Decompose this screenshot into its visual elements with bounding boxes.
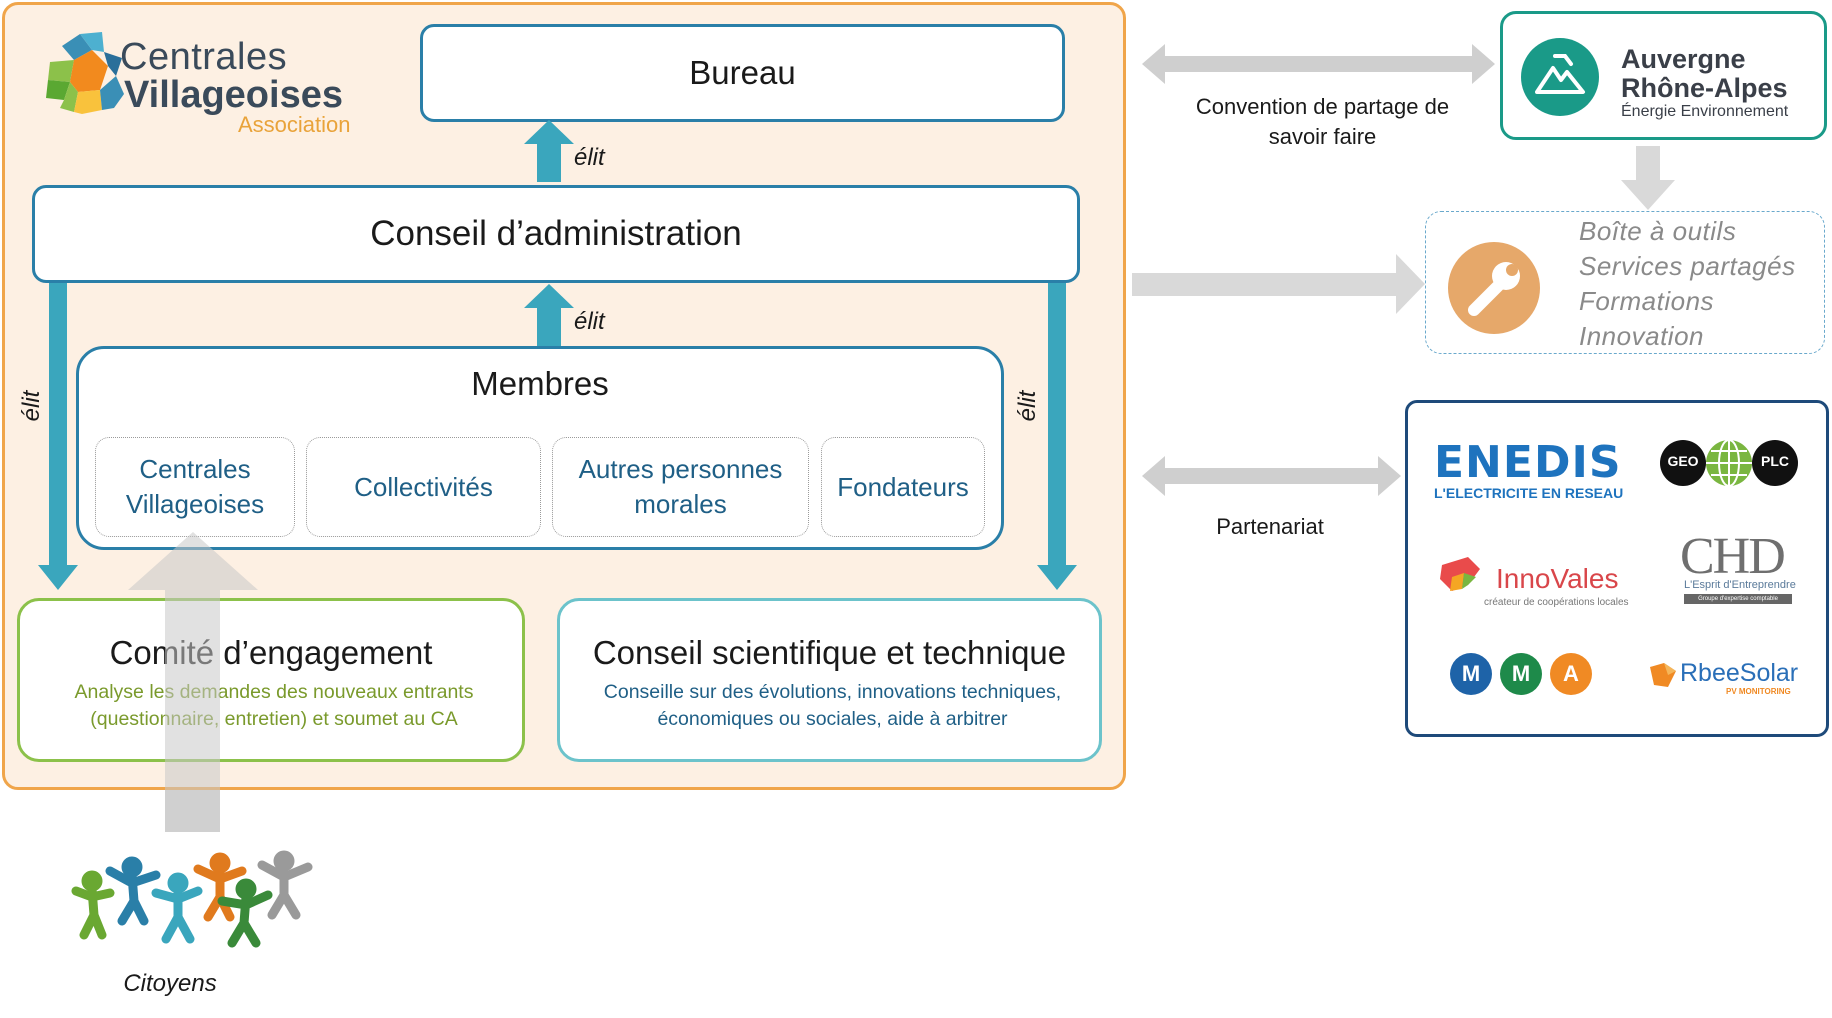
ar-down-arrow	[1621, 146, 1675, 210]
tool-item: Innovation	[1579, 321, 1704, 351]
people-group-icon	[71, 850, 313, 948]
ar-line2: Rhône-Alpes	[1621, 73, 1788, 103]
elit-label-right: élit	[1014, 390, 1041, 422]
convention-double-arrow	[1142, 44, 1495, 84]
citoyens-label: Citoyens	[123, 970, 217, 997]
chd-logo: CHD	[1680, 528, 1786, 585]
elit-arrow-ca	[524, 284, 574, 346]
elit-arrow-right	[1037, 283, 1077, 590]
logo-line3: Association	[238, 112, 351, 137]
membre-label: Fondateurs	[837, 471, 969, 502]
toolbox-arrow	[1132, 254, 1425, 314]
rbeesolar-tagline: PV MONITORING	[1726, 687, 1791, 696]
convention-line: Convention de partage de	[1195, 94, 1450, 119]
elit-label-ca: élit	[574, 308, 605, 335]
logo-mosaic-icon	[46, 32, 124, 114]
logo-line2: Villageoises	[124, 74, 343, 116]
membres-title: Membres	[471, 365, 609, 402]
tool-item: Services partagés	[1579, 251, 1796, 281]
bureau-box: Bureau	[420, 24, 1065, 122]
mma-circle-1: M	[1450, 653, 1492, 695]
ar-line3: Énergie Environnement	[1621, 103, 1789, 120]
chd-sub: Groupe d'expertise comptable	[1684, 594, 1792, 604]
cst-title: Conseil scientifique et technique	[592, 634, 1067, 671]
membre-autres-personnes-morales: Autres personnes morales	[552, 437, 809, 537]
rbeesolar-icon	[1650, 663, 1676, 687]
mountain-logo-icon	[1521, 38, 1599, 116]
membre-label: Villageoises	[125, 489, 265, 519]
comite-engagement-box: Comité d’engagement Analyse les demandes…	[17, 598, 525, 762]
innovales-tagline: créateur de coopérations locales	[1484, 597, 1629, 608]
membre-collectivites: Collectivités	[306, 437, 541, 537]
elit-label-bureau: élit	[574, 144, 605, 171]
rbeesolar-name: RbeeSolar	[1680, 659, 1799, 687]
tool-item: Formations	[1579, 286, 1715, 316]
centrales-villageoises-logo: Centrales Villageoises Association	[44, 28, 374, 138]
auvergne-rhone-alpes-box: Auvergne Rhône-Alpes Énergie Environneme…	[1500, 11, 1827, 140]
logo-line1: Centrales	[120, 36, 288, 78]
bureau-label: Bureau	[689, 54, 796, 91]
cst-desc-line: économiques ou sociales, aide à arbitrer	[657, 708, 1008, 730]
globe-icon	[1660, 439, 1798, 487]
comite-title: Comité d’engagement	[109, 634, 433, 671]
partenariat-label: Partenariat	[1216, 514, 1324, 539]
conseil-scientifique-box: Conseil scientifique et technique Consei…	[557, 598, 1102, 762]
tool-item: Boîte à outils	[1579, 216, 1737, 246]
elit-arrow-bureau	[524, 120, 574, 182]
membre-label: Centrales	[139, 454, 251, 484]
comite-description: Analyse les demandes des nouveaux entran…	[50, 679, 498, 733]
mma-circle-3: A	[1550, 653, 1592, 695]
ar-line1: Auvergne	[1621, 44, 1746, 74]
innovales-name: InnoVales	[1496, 563, 1619, 594]
geoplc-logo: GEO PLC	[1659, 439, 1799, 487]
partenariat-double-arrow	[1142, 456, 1401, 496]
membre-fondateurs: Fondateurs	[821, 437, 985, 537]
innovales-icon	[1440, 557, 1480, 591]
membre-label: morales	[634, 489, 727, 519]
elit-label-left: élit	[18, 390, 45, 422]
wrench-icon	[1448, 242, 1540, 334]
mma-circle-2: M	[1500, 653, 1542, 695]
chd-tagline: L'Esprit d'Entreprendre	[1684, 579, 1796, 591]
convention-line: savoir faire	[1268, 124, 1377, 149]
partners-box: ENEDIS L'ELECTRICITE EN RESEAU GEO PLC I…	[1405, 400, 1829, 737]
conseil-administration-box: Conseil d’administration	[32, 185, 1080, 283]
membre-label: Collectivités	[354, 471, 493, 502]
citizens-arrow-overlay	[128, 532, 258, 832]
cst-description: Conseille sur des évolutions, innovation…	[578, 679, 1087, 733]
toolbox-box: Boîte à outils Services partagés Formati…	[1425, 211, 1825, 354]
plc-text: PLC	[1761, 453, 1789, 469]
convention-label: Convention de partage de savoir faire	[1170, 92, 1475, 152]
enedis-tagline: L'ELECTRICITE EN RESEAU	[1434, 485, 1624, 501]
geo-text: GEO	[1667, 453, 1699, 469]
cst-desc-line: Conseille sur des évolutions, innovation…	[603, 681, 1062, 703]
enedis-logo: ENEDIS	[1434, 437, 1622, 488]
conseil-administration-label: Conseil d’administration	[370, 214, 742, 253]
membre-label: Autres personnes	[578, 454, 783, 484]
elit-arrow-left	[38, 283, 78, 590]
